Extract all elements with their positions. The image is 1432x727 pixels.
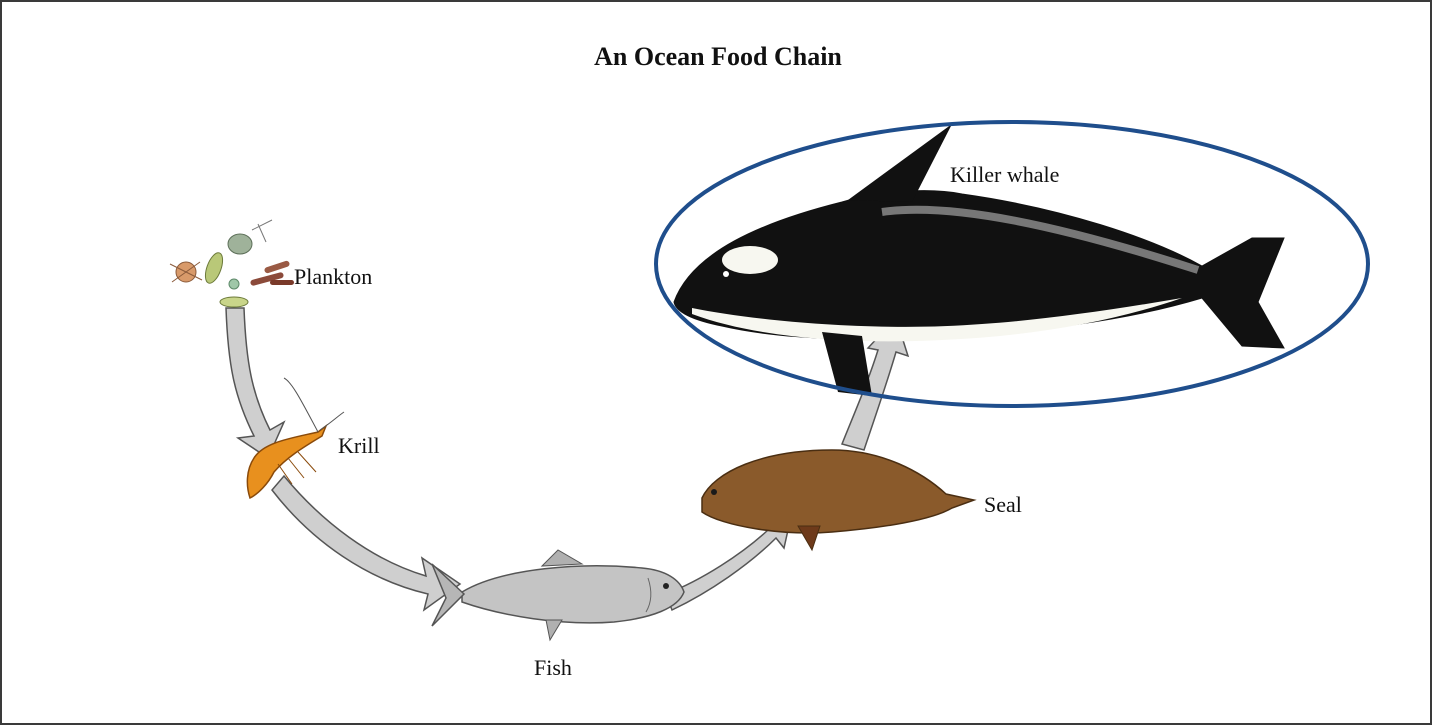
- plankton-illustration: [170, 220, 294, 307]
- seal-illustration: [702, 450, 974, 550]
- label-plankton: Plankton: [294, 264, 372, 290]
- fish-illustration: [432, 550, 684, 640]
- label-killer-whale: Killer whale: [950, 162, 1059, 188]
- label-krill: Krill: [338, 433, 380, 459]
- label-seal: Seal: [984, 492, 1022, 518]
- label-fish: Fish: [534, 655, 572, 681]
- arrow-plankton-to-krill: [226, 308, 284, 458]
- arrow-krill-to-fish: [272, 476, 460, 610]
